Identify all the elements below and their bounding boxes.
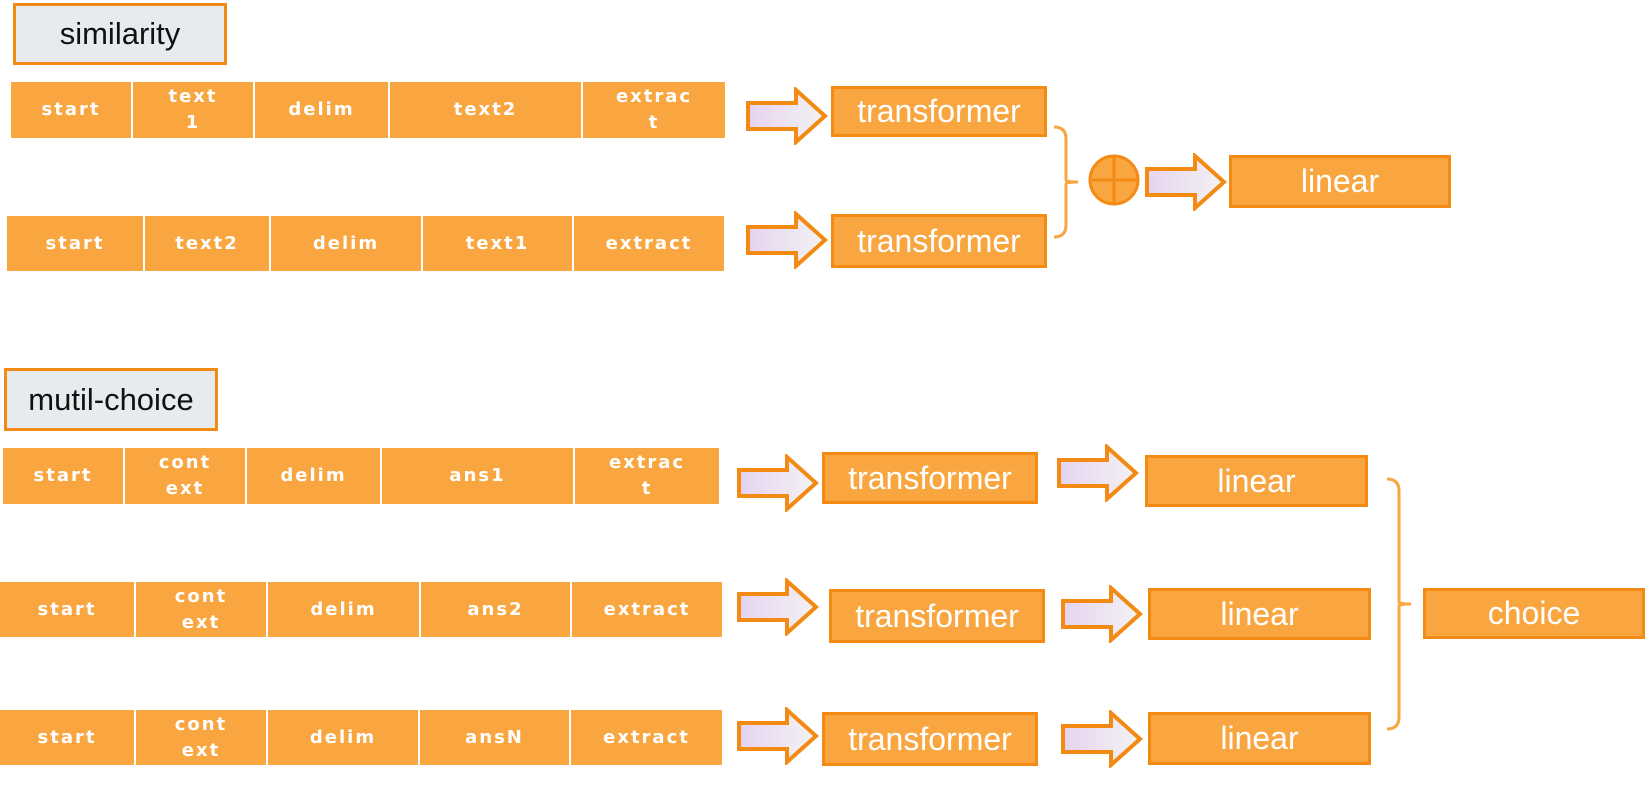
token-start: start bbox=[3, 448, 123, 504]
arrow-right-icon bbox=[746, 211, 828, 269]
token-start: start bbox=[0, 582, 134, 637]
multichoice-token-row-3: start cont ext delim ansN extract bbox=[0, 710, 722, 765]
transformer-block-mc-2: transformer bbox=[829, 589, 1045, 643]
token-context: cont ext bbox=[136, 582, 266, 637]
arrow-right-icon bbox=[1057, 444, 1139, 502]
linear-block-mc-3: linear bbox=[1148, 712, 1371, 765]
token-ans2: ans2 bbox=[421, 582, 570, 637]
token-delim: delim bbox=[271, 216, 421, 271]
arrow-right-icon bbox=[1145, 153, 1227, 211]
token-start: start bbox=[7, 216, 143, 271]
choice-merge-bracket bbox=[1385, 476, 1425, 732]
multichoice-token-row-2: start cont ext delim ans2 extract bbox=[0, 582, 722, 637]
similarity-section-label: similarity bbox=[13, 3, 227, 65]
arrow-right-icon bbox=[746, 87, 828, 145]
token-extract: extrac t bbox=[583, 82, 725, 138]
arrow-right-icon bbox=[737, 578, 819, 636]
token-ans1: ans1 bbox=[382, 448, 573, 504]
similarity-token-row-2: start text2 delim text1 extract bbox=[7, 216, 724, 271]
multichoice-section-label: mutil-choice bbox=[4, 368, 218, 431]
merge-bracket bbox=[1052, 124, 1092, 240]
choice-block: choice bbox=[1423, 588, 1645, 639]
linear-block-mc-2: linear bbox=[1148, 588, 1371, 640]
token-extract: extrac t bbox=[575, 448, 719, 504]
arrow-right-icon bbox=[1061, 710, 1143, 768]
plus-circle-icon bbox=[1087, 153, 1141, 207]
arrow-right-icon bbox=[737, 707, 819, 765]
token-extract: extract bbox=[572, 582, 722, 637]
arrow-right-icon bbox=[1061, 585, 1143, 643]
transformer-block-2: transformer bbox=[831, 214, 1047, 268]
token-delim: delim bbox=[268, 710, 418, 765]
multichoice-token-row-1: start cont ext delim ans1 extrac t bbox=[3, 448, 719, 504]
token-extract: extract bbox=[571, 710, 722, 765]
arrow-right-icon bbox=[737, 454, 819, 512]
token-text2: text2 bbox=[145, 216, 269, 271]
token-delim: delim bbox=[268, 582, 419, 637]
token-text2: text2 bbox=[390, 82, 581, 138]
token-context: cont ext bbox=[136, 710, 266, 765]
token-text1: text 1 bbox=[133, 82, 253, 138]
token-delim: delim bbox=[247, 448, 380, 504]
linear-block-mc-1: linear bbox=[1145, 455, 1368, 507]
token-ansN: ansN bbox=[420, 710, 569, 765]
token-extract: extract bbox=[574, 216, 724, 271]
linear-block-similarity: linear bbox=[1229, 155, 1451, 208]
token-delim: delim bbox=[255, 82, 388, 138]
token-context: cont ext bbox=[125, 448, 245, 504]
token-start: start bbox=[0, 710, 134, 765]
transformer-block-mc-3: transformer bbox=[822, 712, 1038, 766]
transformer-block-mc-1: transformer bbox=[822, 452, 1038, 504]
token-start: start bbox=[11, 82, 131, 138]
transformer-block-1: transformer bbox=[831, 86, 1047, 137]
token-text1: text1 bbox=[423, 216, 572, 271]
similarity-token-row-1: start text 1 delim text2 extrac t bbox=[11, 82, 725, 138]
